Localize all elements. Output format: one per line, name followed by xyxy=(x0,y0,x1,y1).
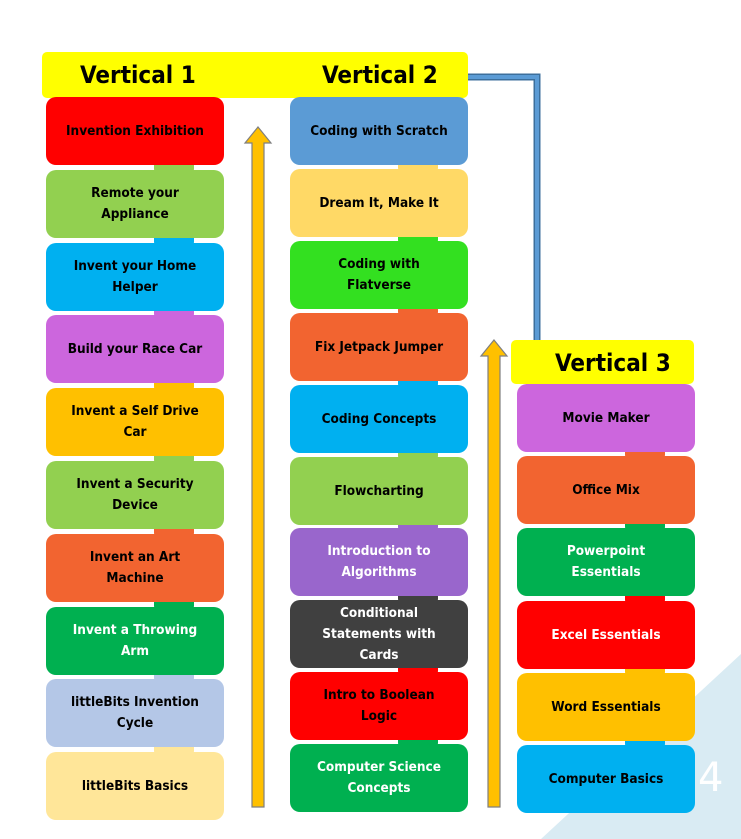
module-card-label: Powerpoint Essentials xyxy=(566,543,646,580)
module-card-label: Office Mix xyxy=(572,481,640,498)
module-card: littleBits Invention Cycle xyxy=(46,679,224,747)
module-card: Coding with Scratch xyxy=(290,97,468,165)
progression-arrow-vertical-2 xyxy=(479,339,509,808)
module-card: Invent your Home Helper xyxy=(46,243,224,311)
module-card: Invent a Self Drive Car xyxy=(46,388,224,456)
module-card-label: Computer Basics xyxy=(548,770,664,787)
module-card: Computer Basics xyxy=(517,745,695,813)
module-card-label: littleBits Basics xyxy=(81,777,189,794)
module-card-label: Movie Maker xyxy=(562,409,650,426)
module-card-label: Invention Exhibition xyxy=(66,122,204,139)
page-number: 4 xyxy=(698,755,724,801)
module-card: Invent a Security Device xyxy=(46,461,224,529)
module-card-label: Invent a Security Device xyxy=(76,476,194,513)
vertical-2-title: Vertical 2 xyxy=(322,61,438,89)
module-card-label: Intro to Boolean Logic xyxy=(323,687,435,724)
module-card-label: Coding with Scratch xyxy=(310,122,448,139)
vertical-3-title: Vertical 3 xyxy=(555,349,671,377)
module-card-label: Fix Jetpack Jumper xyxy=(314,338,444,355)
module-card: Coding with Flatverse xyxy=(290,241,468,309)
module-card: Intro to Boolean Logic xyxy=(290,672,468,740)
module-card: Coding Concepts xyxy=(290,385,468,453)
module-card-label: Invent an Art Machine xyxy=(89,549,181,586)
module-card-label: Excel Essentials xyxy=(551,626,661,643)
module-card-label: Dream It, Make It xyxy=(319,194,439,211)
module-card-label: Computer Science Concepts xyxy=(317,759,441,796)
module-card: Remote your Appliance xyxy=(46,170,224,238)
module-card: Conditional Statements with Cards xyxy=(290,600,468,668)
module-card: Word Essentials xyxy=(517,673,695,741)
module-card-label: Invent your Home Helper xyxy=(73,258,197,295)
module-card: Computer Science Concepts xyxy=(290,744,468,812)
module-card: Dream It, Make It xyxy=(290,169,468,237)
module-card-label: Flowcharting xyxy=(334,482,424,499)
module-card-label: Conditional Statements with Cards xyxy=(322,604,436,663)
module-card: littleBits Basics xyxy=(46,752,224,820)
module-card: Powerpoint Essentials xyxy=(517,528,695,596)
module-card-label: Introduction to Algorithms xyxy=(327,543,431,580)
module-card-label: Build your Race Car xyxy=(67,340,203,357)
module-card-label: Remote your Appliance xyxy=(91,185,179,222)
module-card: Build your Race Car xyxy=(46,315,224,383)
module-card: Invent a Throwing Arm xyxy=(46,607,224,675)
progression-arrow-vertical-1 xyxy=(243,126,273,808)
module-card: Excel Essentials xyxy=(517,601,695,669)
module-card: Fix Jetpack Jumper xyxy=(290,313,468,381)
module-card-label: Invent a Throwing Arm xyxy=(72,622,198,659)
module-card: Flowcharting xyxy=(290,457,468,525)
module-card: Invention Exhibition xyxy=(46,97,224,165)
vertical-1-title: Vertical 1 xyxy=(80,61,196,89)
module-card-label: Coding with Flatverse xyxy=(338,256,420,293)
module-card-label: Invent a Self Drive Car xyxy=(71,403,199,440)
module-card-label: Word Essentials xyxy=(551,698,661,715)
module-card: Introduction to Algorithms xyxy=(290,528,468,596)
vertical-1-2-banner: Vertical 1 Vertical 2 xyxy=(42,52,468,98)
module-card-label: littleBits Invention Cycle xyxy=(71,694,199,731)
vertical-3-banner: Vertical 3 xyxy=(511,340,694,384)
module-card: Office Mix xyxy=(517,456,695,524)
module-card: Movie Maker xyxy=(517,384,695,452)
module-card: Invent an Art Machine xyxy=(46,534,224,602)
module-card-label: Coding Concepts xyxy=(321,410,437,427)
